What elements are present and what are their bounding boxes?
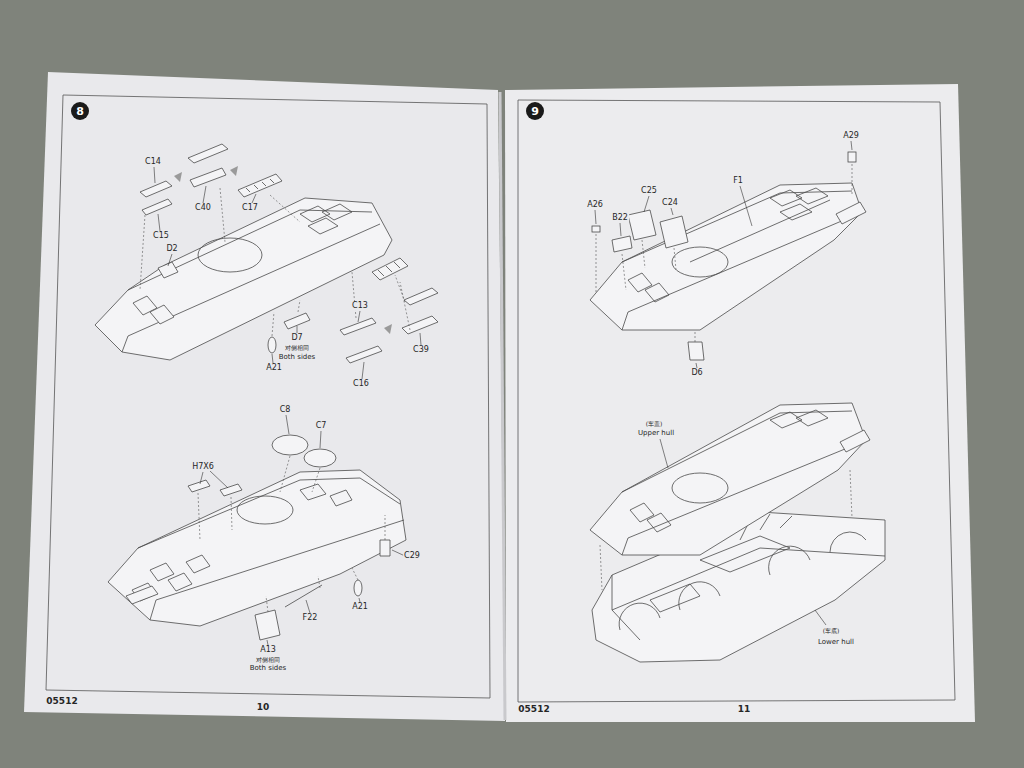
part-number: D6 [690,369,703,377]
note-text: 对侧相同 [255,657,281,663]
part-number: B22 [611,214,629,222]
part-number: A21 [265,364,283,372]
part-number: A13 [259,646,277,654]
note-text: (车盖) [645,421,664,427]
part-number: C40 [194,204,212,212]
hull-drawing [95,144,438,379]
part-number: H7X6 [191,463,215,471]
step-number: 9 [526,102,544,120]
part-number: C16 [352,380,370,388]
note-text: Lower hull [817,639,855,646]
part-number: C24 [661,199,679,207]
part-number: A21 [351,603,369,611]
step-number-text: 9 [531,106,539,117]
note-text: 对侧相同 [284,345,310,351]
footer-text: 11 [737,705,752,714]
hull-drawing [108,415,406,645]
part-number: C17 [241,204,259,212]
step-number-text: 8 [76,106,84,117]
part-number: A26 [586,201,604,209]
part-number: C13 [351,302,369,310]
step-number: 8 [71,102,89,120]
part-number: C8 [279,406,292,414]
part-number: C14 [144,158,162,166]
part-number: A29 [842,132,860,140]
footer-text: 10 [256,703,271,712]
hull-drawing [590,141,866,368]
part-number: D2 [165,245,178,253]
note-text: Both sides [278,354,316,361]
part-number: F22 [302,614,319,622]
booklet-pages [24,72,975,722]
note-text: Upper hull [637,430,675,437]
part-number: C15 [152,232,170,240]
footer-text: 05512 [517,705,550,714]
part-number: C39 [412,346,430,354]
part-number: D7 [290,334,303,342]
note-text: Both sides [249,665,287,672]
part-number: C29 [403,552,421,560]
part-number: C7 [315,422,328,430]
part-number: F1 [732,177,744,185]
part-number: C25 [640,187,658,195]
footer-text: 05512 [45,697,78,706]
note-text: (车底) [822,628,841,634]
hull-drawing [590,403,885,662]
